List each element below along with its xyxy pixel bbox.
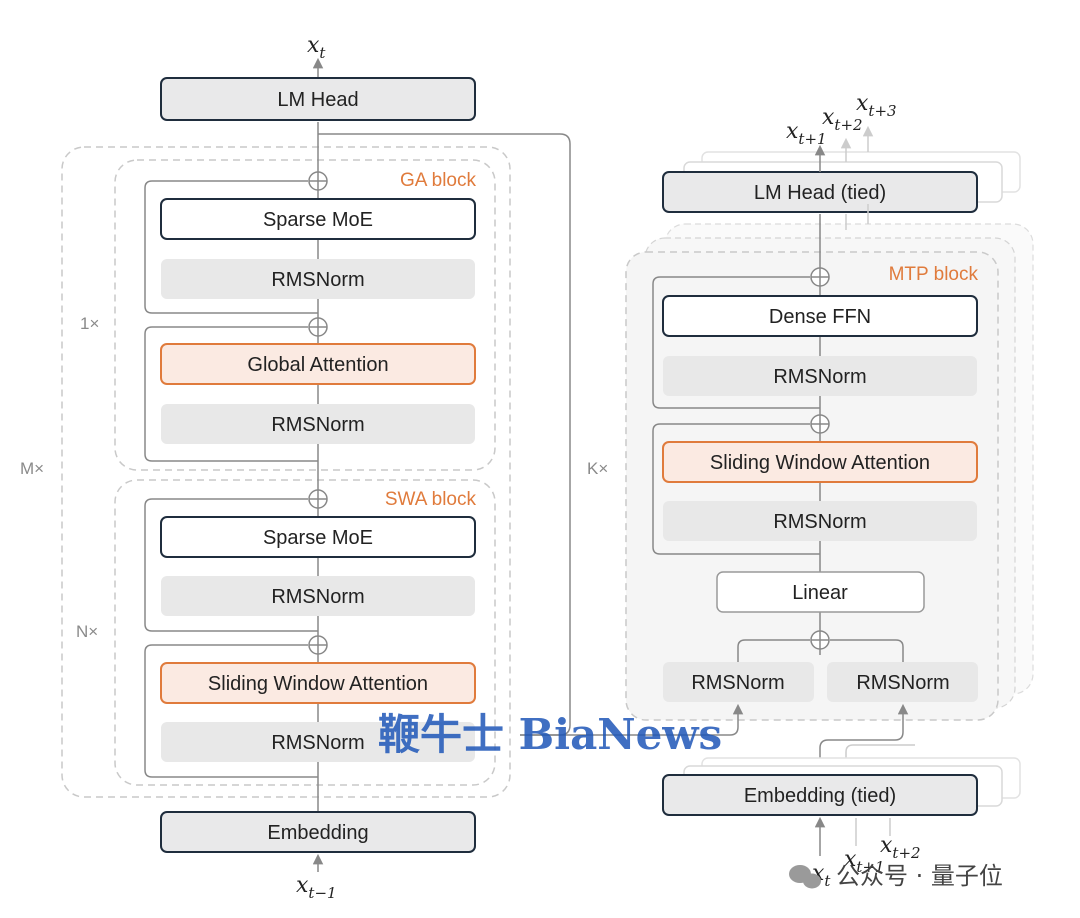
- mtp-norm2-label: RMSNorm: [773, 511, 866, 533]
- mtp-norm-left-label: RMSNorm: [691, 672, 784, 694]
- swa-norm1-box: [161, 576, 475, 616]
- input-token: xt−1: [296, 873, 337, 902]
- watermark-qbitai: 公众号 · 量子位: [836, 862, 1003, 890]
- mtp-norm-right-box: [827, 662, 978, 702]
- ga-moe-box: [160, 198, 476, 240]
- mtp-norm1-label: RMSNorm: [773, 366, 866, 388]
- mtp-input-3: xt+2: [880, 833, 921, 862]
- ga-norm2-box: [161, 404, 475, 444]
- swa-attn-label: Sliding Window Attention: [208, 673, 428, 695]
- swa-norm2-box: [161, 722, 475, 762]
- lm-head-box: [160, 77, 476, 121]
- mtp-linear-box: [716, 571, 925, 613]
- swa-norm2-label: RMSNorm: [271, 732, 364, 754]
- mtp-embedding-label: Embedding (tied): [744, 785, 896, 807]
- mtp-norm-left-box: [663, 662, 814, 702]
- mtp-ffn-label: Dense FFN: [769, 306, 871, 328]
- ga-norm2-label: RMSNorm: [271, 414, 364, 436]
- mtp-output-3: xt+3: [856, 91, 897, 120]
- repeat-k-label: K×: [587, 459, 608, 478]
- embedding-label: Embedding: [267, 822, 368, 844]
- ga-attn-box: [160, 343, 476, 385]
- swa-block-frame: [114, 479, 496, 786]
- mtp-input-2: xt+1: [844, 847, 885, 876]
- mtp-block-label: MTP block: [889, 264, 979, 285]
- ga-block-frame: [114, 159, 496, 471]
- lm-head-label: LM Head: [277, 89, 358, 111]
- swa-block-label: SWA block: [385, 489, 477, 510]
- repeat-m-label: M×: [20, 459, 44, 478]
- wechat-icon: [789, 865, 821, 889]
- mtp-lm-head-label: LM Head (tied): [754, 182, 886, 204]
- ga-attn-label: Global Attention: [247, 354, 388, 376]
- ga-block-label: GA block: [400, 170, 477, 191]
- mtp-ffn-box: [662, 295, 978, 337]
- embedding-box: [160, 811, 476, 853]
- swa-attn-box: [160, 662, 476, 704]
- mtp-linear-label: Linear: [792, 582, 848, 604]
- ga-norm1-box: [161, 259, 475, 299]
- swa-norm1-label: RMSNorm: [271, 586, 364, 608]
- swa-moe-box: [160, 516, 476, 558]
- mtp-norm-right-label: RMSNorm: [856, 672, 949, 694]
- watermark-bianews: 鞭牛士 BiaNews: [378, 710, 722, 759]
- mtp-output-2: xt+2: [822, 105, 863, 134]
- repeat-n-label: N×: [76, 622, 98, 641]
- swa-moe-label: Sparse MoE: [263, 527, 373, 549]
- mtp-embedding-box: [662, 774, 978, 816]
- ga-norm1-label: RMSNorm: [271, 269, 364, 291]
- mtp-norm2-box: [663, 501, 977, 541]
- mtp-attn-box: [662, 441, 978, 483]
- ga-moe-label: Sparse MoE: [263, 209, 373, 231]
- mtp-norm1-box: [663, 356, 977, 396]
- mtp-output-1: xt+1: [786, 119, 827, 148]
- repeat-1-label: 1×: [80, 314, 99, 333]
- output-token: xt: [307, 33, 326, 62]
- mtp-attn-label: Sliding Window Attention: [710, 452, 930, 474]
